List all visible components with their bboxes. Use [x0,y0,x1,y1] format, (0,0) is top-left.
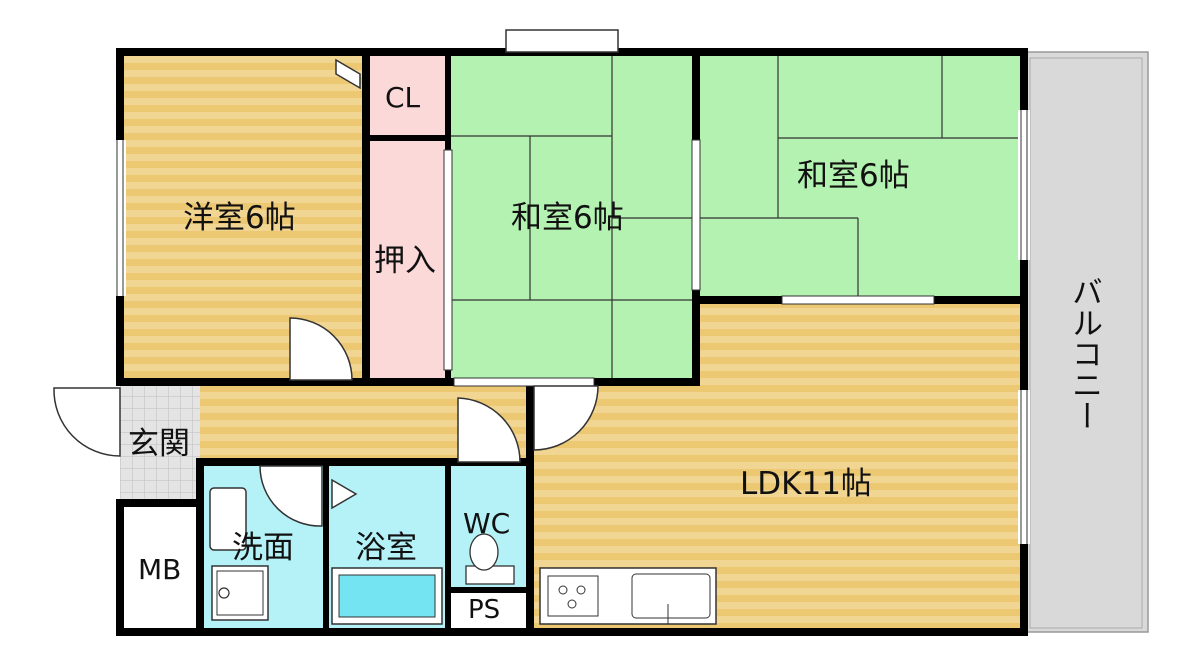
label-wc: WC [463,507,511,540]
label-washroom: 洗面 [232,530,294,566]
label-mb: MB [138,553,182,586]
windows [114,110,1030,544]
oshiire-floor [366,140,448,382]
window-top [505,29,619,53]
label-closet-cl: CL [385,81,421,114]
label-oshiire: 押入 [374,243,436,279]
entrance-floor [120,385,200,503]
toilet [465,533,515,585]
label-ps: PS [468,595,501,625]
washbasin [209,487,247,551]
kitchen-counter [539,567,717,625]
label-bath: 浴室 [355,530,417,566]
label-washitsu-right: 和室6帖 [797,158,910,194]
washitsu-right-floor [696,56,1024,300]
label-entrance: 玄関 [128,426,190,462]
mb-floor [120,503,200,628]
western-room-floor [120,56,366,382]
ps-floor [448,590,530,628]
label-western-room: 洋室6帖 [183,200,296,236]
doors [53,58,599,527]
label-balcony: バルコニー [1066,276,1102,431]
label-washitsu-center: 和室6帖 [511,200,624,236]
label-ldk: LDK11帖 [740,466,872,502]
closet-cl-floor [366,56,448,138]
washitsu-center-floor [448,56,696,382]
